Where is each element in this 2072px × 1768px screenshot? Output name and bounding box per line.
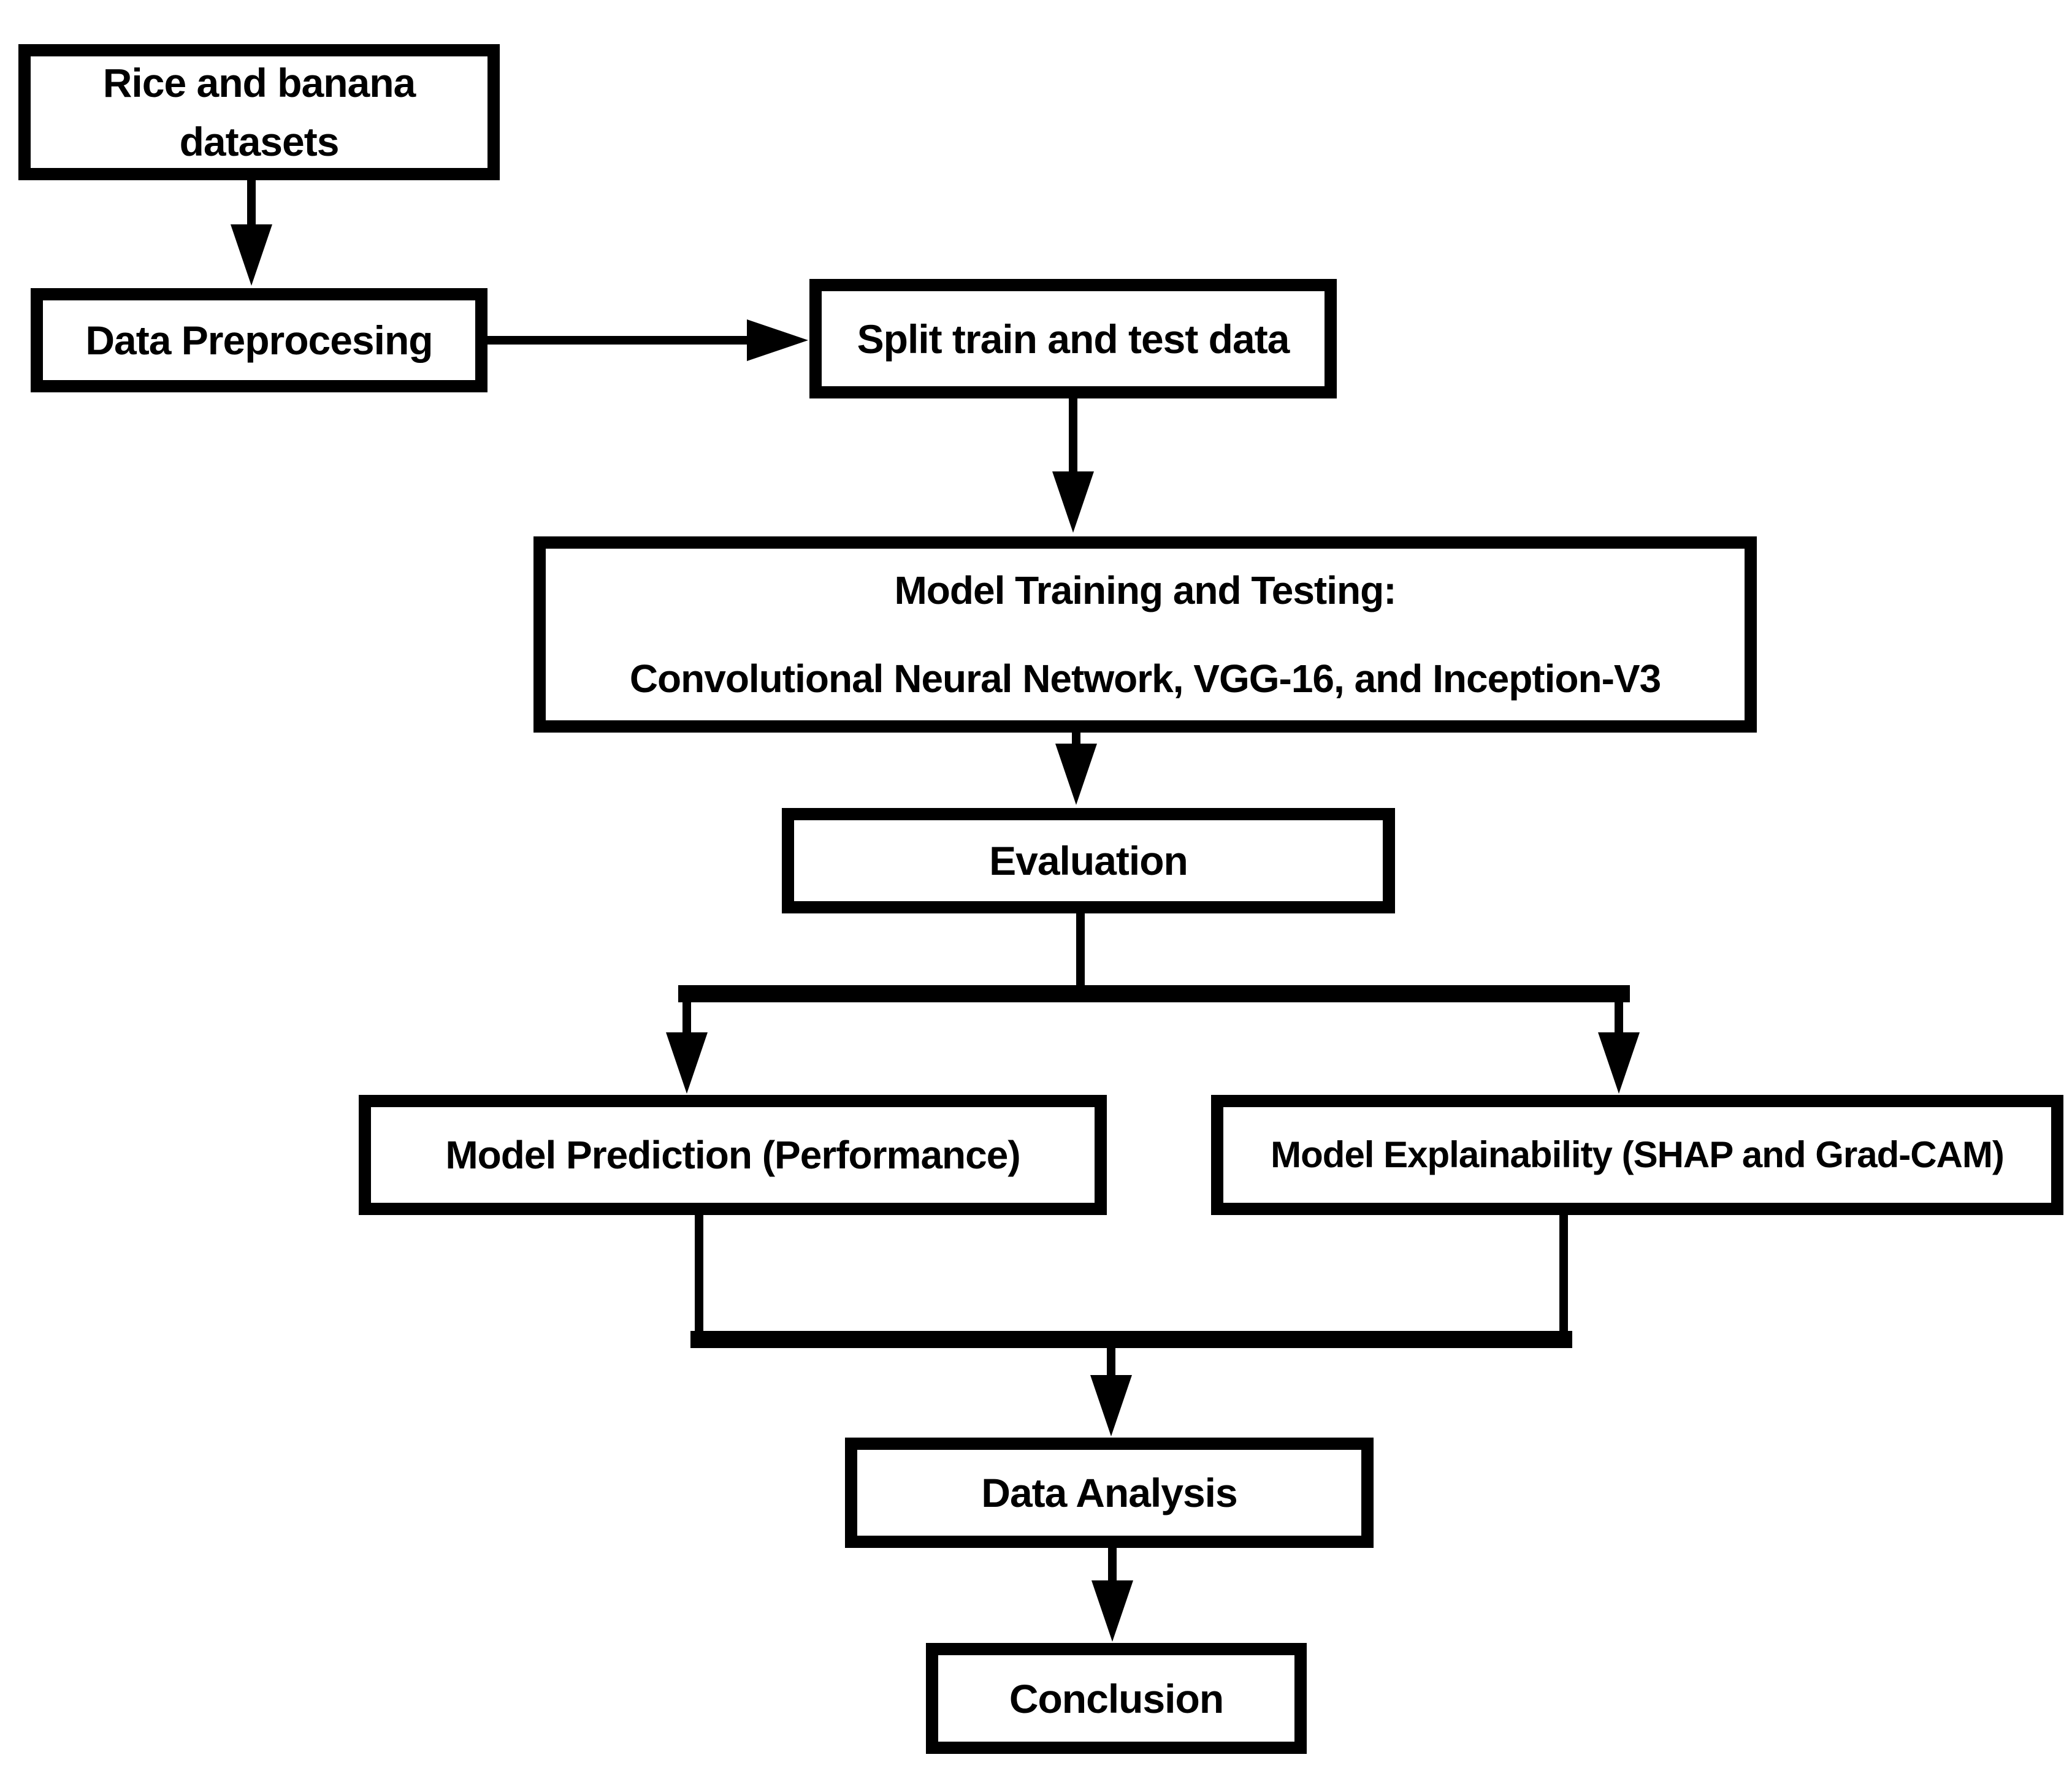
node-training-label-line2: Convolutional Neural Network, VGG-16, an… bbox=[629, 657, 1661, 701]
arrowhead-down-icon bbox=[1052, 471, 1094, 533]
node-prediction-label: Model Prediction (Performance) bbox=[445, 1133, 1020, 1177]
arrowhead-down-icon bbox=[666, 1032, 708, 1094]
connector-evaluation-branch-line bbox=[1076, 911, 1085, 994]
connector-split-training-line bbox=[1069, 396, 1077, 476]
connector-datasets-preprocessing-line bbox=[247, 178, 256, 234]
node-explainability: Model Explainability (SHAP and Grad-CAM) bbox=[1211, 1095, 2063, 1215]
node-analysis-label: Data Analysis bbox=[981, 1470, 1237, 1515]
arrowhead-down-icon bbox=[1055, 744, 1097, 805]
node-training: Model Training and Testing: Convolutiona… bbox=[533, 536, 1757, 733]
connector-branch-explainability-line bbox=[1615, 1001, 1623, 1038]
arrowhead-right-icon bbox=[747, 319, 808, 361]
node-datasets-label-line2: datasets bbox=[179, 119, 340, 164]
node-preprocessing-label: Data Preprocesing bbox=[85, 318, 433, 363]
arrowhead-down-icon bbox=[231, 224, 272, 286]
node-split: Split train and test data bbox=[809, 279, 1337, 398]
node-conclusion-label: Conclusion bbox=[1009, 1675, 1224, 1721]
node-preprocessing: Data Preprocesing bbox=[31, 288, 487, 392]
connector-analysis-conclusion-line bbox=[1108, 1545, 1117, 1582]
connector-explainability-merge-line bbox=[1559, 1213, 1568, 1344]
merge-bar bbox=[690, 1331, 1572, 1348]
node-training-label-line1: Model Training and Testing: bbox=[894, 568, 1396, 612]
node-datasets: Rice and banana datasets bbox=[18, 44, 500, 180]
node-analysis: Data Analysis bbox=[845, 1438, 1374, 1548]
branch-bar bbox=[678, 985, 1630, 1002]
arrowhead-down-icon bbox=[1091, 1580, 1133, 1642]
node-split-label: Split train and test data bbox=[857, 316, 1290, 362]
connector-merge-analysis-line bbox=[1107, 1347, 1115, 1377]
node-explainability-label: Model Explainability (SHAP and Grad-CAM) bbox=[1271, 1134, 2005, 1175]
node-evaluation-label: Evaluation bbox=[989, 838, 1188, 883]
arrowhead-down-icon bbox=[1598, 1032, 1640, 1094]
arrowhead-down-icon bbox=[1090, 1375, 1132, 1436]
node-datasets-label-line1: Rice and banana bbox=[102, 60, 416, 105]
connector-branch-prediction-line bbox=[682, 1001, 691, 1038]
node-evaluation: Evaluation bbox=[782, 808, 1395, 913]
connector-prediction-merge-line bbox=[695, 1213, 703, 1344]
node-conclusion: Conclusion bbox=[926, 1643, 1307, 1754]
connector-preprocessing-split-line bbox=[486, 336, 756, 345]
node-prediction: Model Prediction (Performance) bbox=[359, 1095, 1107, 1215]
